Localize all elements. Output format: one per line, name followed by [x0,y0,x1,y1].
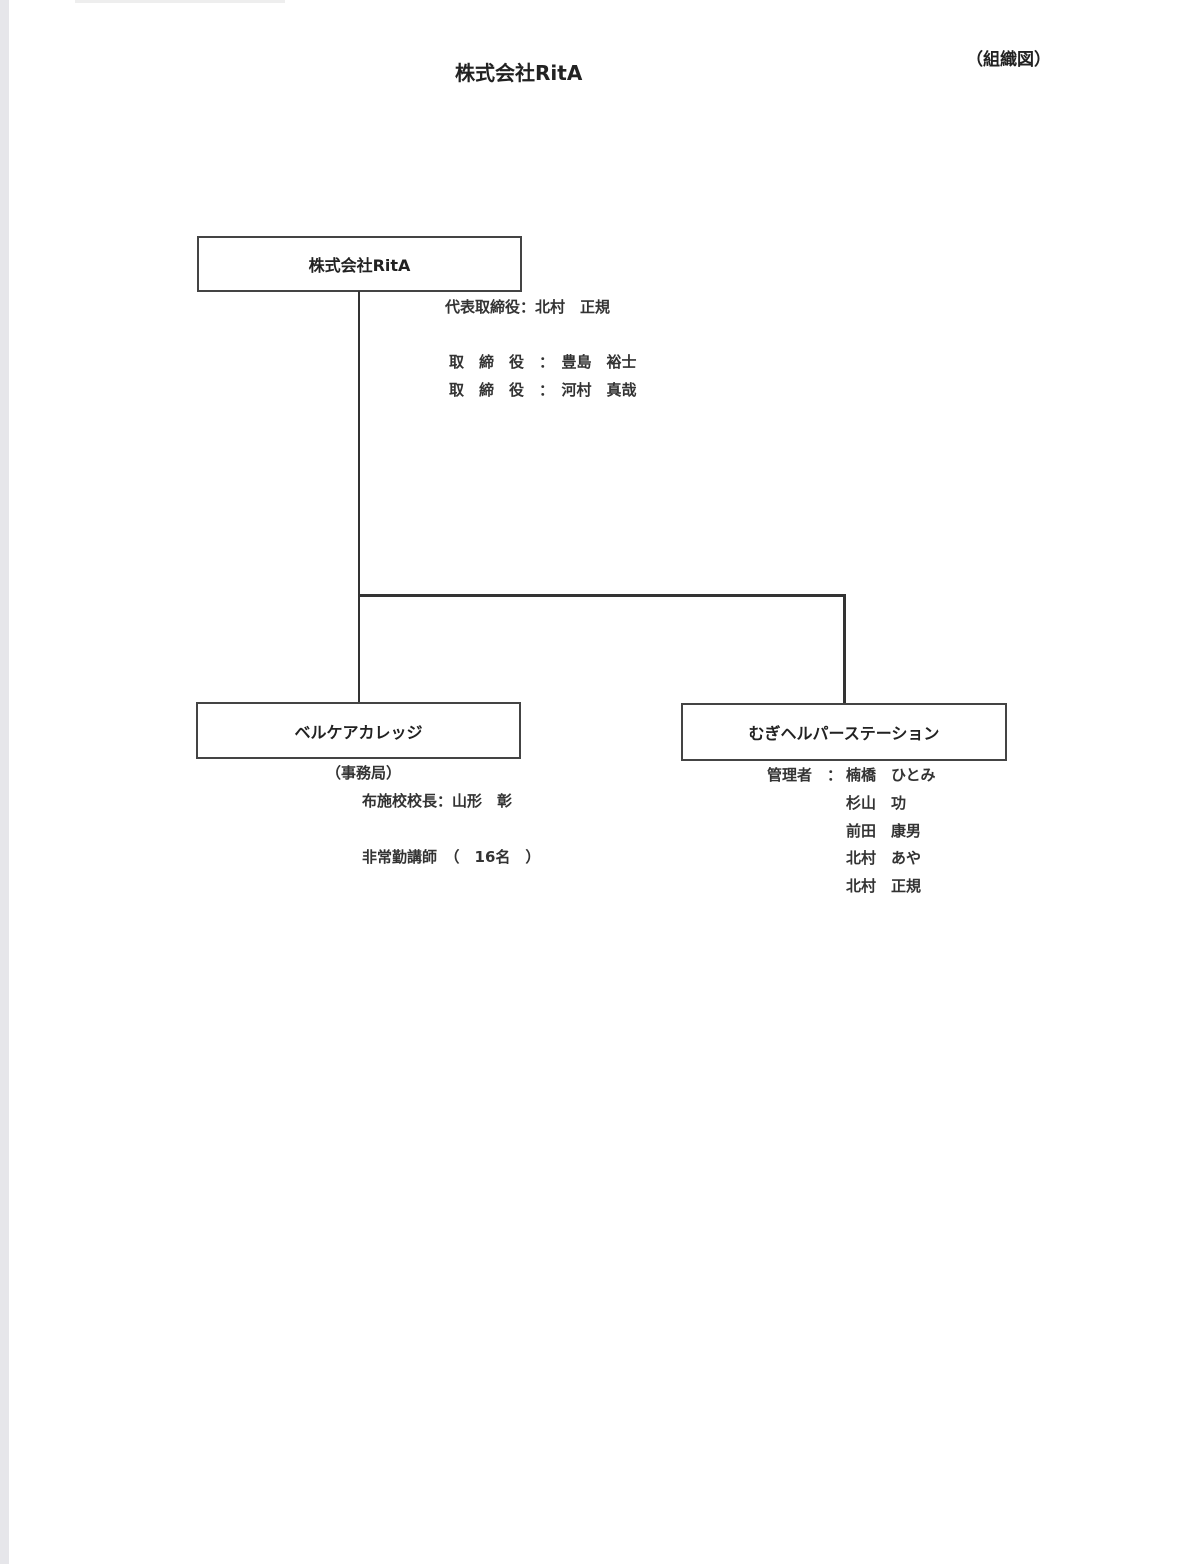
member: 楠橋 ひとみ [846,766,936,784]
branch-section: （事務局） [326,764,402,782]
document-label: （組織図） [966,50,1051,70]
branch-lecturers: 非常勤講師 （ 16名 ） [362,848,541,866]
branch-name: ベルケアカレッジ [294,722,423,742]
page-title: 株式会社RitA [455,61,583,85]
root-company-box: 株式会社RitA [197,236,522,292]
member: 北村 正規 [846,877,922,895]
page-tab [75,0,285,3]
connector-horizontal [358,594,846,597]
member: 杉山 功 [846,794,907,812]
member: 前田 康男 [846,822,922,840]
page-edge [0,0,9,1564]
connector-trunk [358,291,360,704]
branch-box-mugi: むぎヘルパーステーション [681,703,1007,761]
branch-principal: 布施校校長：山形 彰 [362,792,513,810]
member: 北村 あや [846,849,922,867]
officer-ceo: 代表取締役：北村 正規 [445,298,611,316]
officer-director-1: 取 締 役 ： 豊島 裕士 [449,353,637,371]
root-company-name: 株式会社RitA [308,256,411,275]
branch-name: むぎヘルパーステーション [748,724,940,743]
connector-right [843,594,846,705]
branch-box-bellcare: ベルケアカレッジ [196,702,521,759]
officer-director-2: 取 締 役 ： 河村 真哉 [449,381,637,399]
manager-label: 管理者 ： [767,766,843,784]
